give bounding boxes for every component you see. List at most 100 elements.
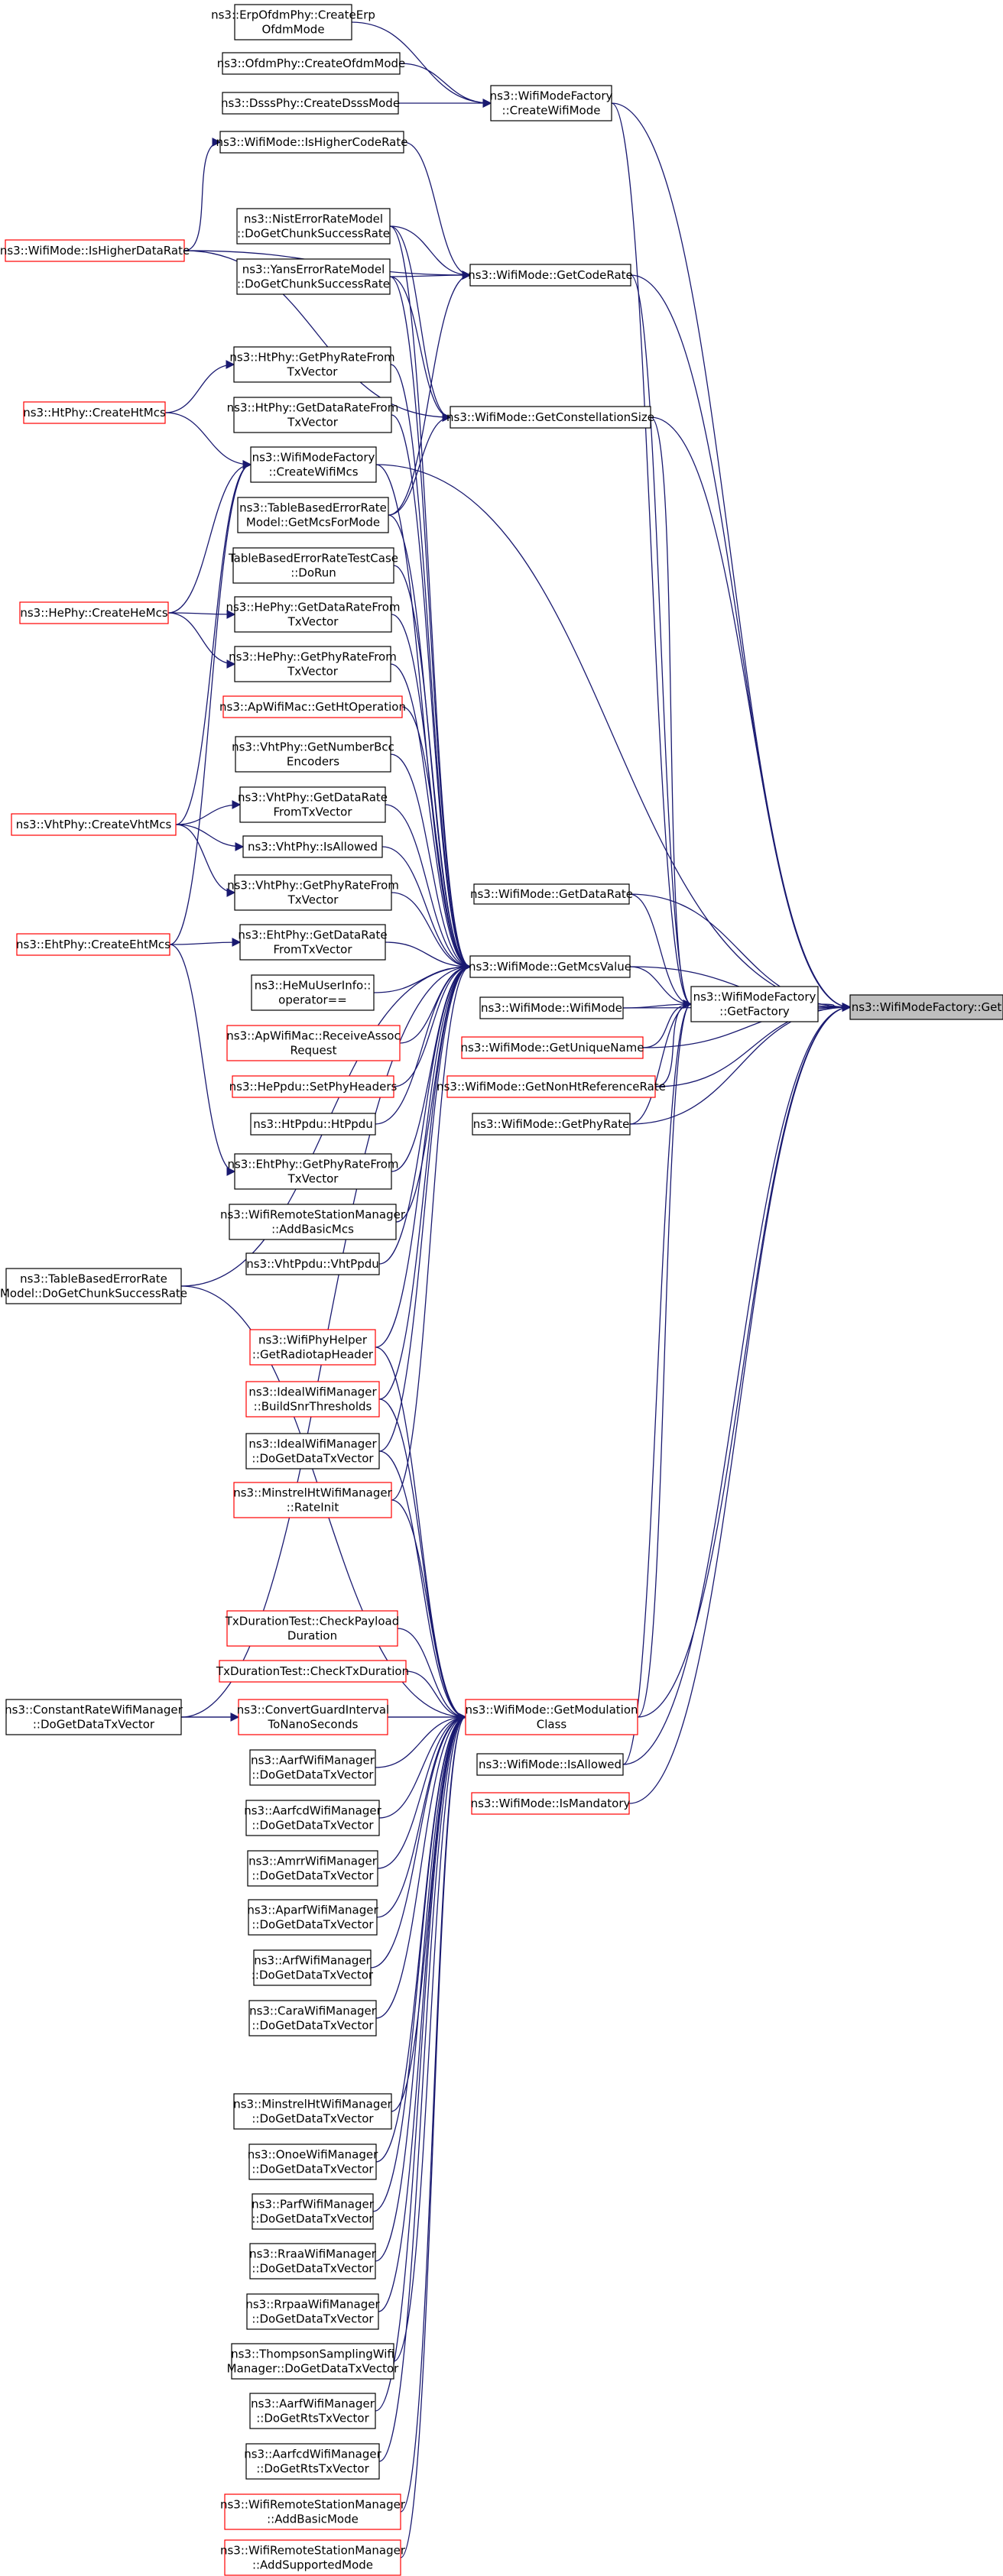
node-aarfcdRts[interactable]: ns3::AarfcdWifiManager::DoGetRtsTxVector (244, 2443, 382, 2480)
node-box[interactable] (479, 996, 624, 1019)
node-wifiPhyHelper[interactable]: ns3::WifiPhyHelper::GetRadiotapHeader (249, 1329, 376, 1366)
node-box[interactable] (5, 1268, 182, 1304)
node-box[interactable] (235, 736, 391, 773)
node-box[interactable] (236, 208, 391, 245)
node-isMandatory[interactable]: ns3::WifiMode::IsMandatory (471, 1792, 631, 1815)
node-yansErr[interactable]: ns3::YansErrorRateModel::DoGetChunkSucce… (236, 258, 391, 295)
node-nistErr[interactable]: ns3::NistErrorRateModel::DoGetChunkSucce… (236, 208, 391, 245)
node-htCreateHtMcs[interactable]: ns3::HtPhy::CreateHtMcs (23, 401, 166, 424)
node-box[interactable] (233, 2093, 392, 2130)
node-onoe[interactable]: ns3::OnoeWifiManager::DoGetDataTxVector (248, 2143, 378, 2180)
node-box[interactable] (19, 601, 169, 624)
node-box[interactable] (245, 1252, 380, 1275)
node-tableTestCase[interactable]: TableBasedErrorRateTestCase::DoRun (228, 547, 398, 584)
node-box[interactable] (23, 401, 166, 424)
node-vhtCreateVhtMcs[interactable]: ns3::VhtPhy::CreateVhtMcs (11, 813, 177, 836)
node-box[interactable] (248, 2000, 377, 2036)
node-box[interactable] (234, 596, 392, 633)
node-box[interactable] (234, 874, 392, 911)
node-box[interactable] (245, 1800, 380, 1836)
node-createWifiMcs[interactable]: ns3::WifiModeFactory::CreateWifiMcs (250, 446, 377, 483)
node-box[interactable] (234, 1153, 392, 1190)
node-ofdmCreate[interactable]: ns3::OfdmPhy::CreateOfdmMode (217, 52, 406, 75)
node-box[interactable] (246, 2293, 379, 2330)
node-htPpdu[interactable]: ns3::HtPpdu::HtPpdu (250, 1113, 376, 1136)
node-rrpaa[interactable]: ns3::RrpaaWifiManager::DoGetDataTxVector (245, 2293, 380, 2330)
node-amrr[interactable]: ns3::AmrrWifiManager::DoGetDataTxVector (247, 1850, 378, 1887)
node-box[interactable] (249, 2243, 376, 2280)
node-box[interactable] (232, 547, 394, 584)
node-idealDoGet[interactable]: ns3::IdealWifiManager::DoGetDataTxVector (245, 1433, 380, 1469)
node-box[interactable] (239, 786, 386, 823)
node-root[interactable]: ns3::WifiModeFactory::Get (849, 994, 1003, 1020)
node-getPhyRate[interactable]: ns3::WifiMode::GetPhyRate (472, 1113, 631, 1136)
node-getDataRate[interactable]: ns3::WifiMode::GetDataRate (470, 883, 633, 905)
node-isAllowed[interactable]: ns3::WifiMode::IsAllowed (476, 1753, 624, 1776)
node-box[interactable] (248, 2143, 377, 2180)
node-arf[interactable]: ns3::ArfWifiManager::DoGetDataTxVector (252, 1949, 374, 1986)
node-wifiMode[interactable]: ns3::WifiMode::WifiMode (479, 996, 624, 1019)
node-getUniqueName[interactable]: ns3::WifiMode::GetUniqueName (461, 1036, 644, 1059)
node-aparf[interactable]: ns3::AparfWifiManager::DoGetDataTxVector (247, 1899, 378, 1936)
node-box[interactable] (219, 131, 404, 154)
node-isHigherCode[interactable]: ns3::WifiMode::IsHigherCodeRate (216, 131, 408, 154)
node-box[interactable] (226, 1025, 401, 1061)
node-hePpduSetPhy[interactable]: ns3::HePpdu::SetPhyHeaders (229, 1075, 398, 1098)
node-idealBuildSnr[interactable]: ns3::IdealWifiManager::BuildSnrThreshold… (245, 1381, 380, 1418)
node-box[interactable] (234, 4, 352, 41)
node-box[interactable] (252, 2193, 374, 2230)
node-box[interactable] (242, 835, 383, 858)
node-box[interactable] (250, 1113, 376, 1136)
node-tableGetMcs[interactable]: ns3::TableBasedErrorRateModel::GetMcsFor… (237, 497, 389, 533)
node-heMuOp[interactable]: ns3::HeMuUserInfo::operator== (251, 974, 375, 1011)
node-box[interactable] (247, 1850, 378, 1887)
node-box[interactable] (461, 1036, 644, 1059)
node-getConstSize[interactable]: ns3::WifiMode::GetConstellationSize (446, 406, 654, 429)
node-box[interactable] (229, 1204, 397, 1240)
node-box[interactable] (446, 1075, 656, 1098)
node-wrsmAddBasicMcs[interactable]: ns3::WifiRemoteStationManager::AddBasicM… (220, 1204, 406, 1240)
node-wrsmAddBasicMode[interactable]: ns3::WifiRemoteStationManager::AddBasicM… (220, 2493, 406, 2530)
node-box[interactable] (222, 695, 403, 718)
node-box[interactable] (473, 883, 630, 905)
node-box[interactable] (239, 924, 386, 961)
node-box[interactable] (249, 2393, 376, 2429)
node-box[interactable] (237, 497, 389, 533)
node-box[interactable] (245, 2443, 380, 2480)
node-txCheckTx[interactable]: TxDurationTest::CheckTxDuration (216, 1660, 409, 1683)
node-box[interactable] (245, 1381, 380, 1418)
node-box[interactable] (253, 1949, 372, 1986)
node-ehtCreateEhtMcs[interactable]: ns3::EhtPhy::CreateEhtMcs (16, 933, 170, 956)
node-higherDataRate[interactable]: ns3::WifiMode::IsHigherDataRate (0, 239, 190, 262)
node-tableDoGetChunk[interactable]: ns3::TableBasedErrorRateModel::DoGetChun… (0, 1268, 187, 1304)
node-box[interactable] (219, 1660, 407, 1683)
node-box[interactable] (472, 1113, 631, 1136)
node-box[interactable] (471, 1792, 630, 1815)
node-cara[interactable]: ns3::CaraWifiManager::DoGetDataTxVector (248, 2000, 377, 2036)
node-box[interactable] (251, 974, 375, 1011)
node-box[interactable] (224, 2539, 401, 2576)
node-getNonHtRef[interactable]: ns3::WifiMode::GetNonHtReferenceRate (437, 1075, 666, 1098)
node-box[interactable] (476, 1753, 624, 1776)
node-wrsmAddSupported[interactable]: ns3::WifiRemoteStationManager::AddSuppor… (220, 2539, 406, 2576)
node-box[interactable] (226, 1610, 398, 1647)
node-box[interactable] (469, 264, 631, 287)
node-aarf[interactable]: ns3::AarfWifiManager::DoGetDataTxVector (249, 1749, 376, 1786)
node-box[interactable] (234, 646, 391, 682)
node-box[interactable] (222, 52, 401, 75)
node-getMcsValue[interactable]: ns3::WifiMode::GetMcsValue (469, 955, 631, 978)
node-createWifiMode[interactable]: ns3::WifiModeFactory::CreateWifiMode (490, 85, 613, 122)
node-box[interactable] (224, 2493, 401, 2530)
node-box[interactable] (236, 258, 391, 295)
node-vhtIsAllowed[interactable]: ns3::VhtPhy::IsAllowed (242, 835, 383, 858)
node-box[interactable] (849, 994, 1003, 1020)
node-aarfcd[interactable]: ns3::AarfcdWifiManager::DoGetDataTxVecto… (244, 1800, 382, 1836)
node-apGetHtOp[interactable]: ns3::ApWifiMac::GetHtOperation (219, 695, 406, 718)
